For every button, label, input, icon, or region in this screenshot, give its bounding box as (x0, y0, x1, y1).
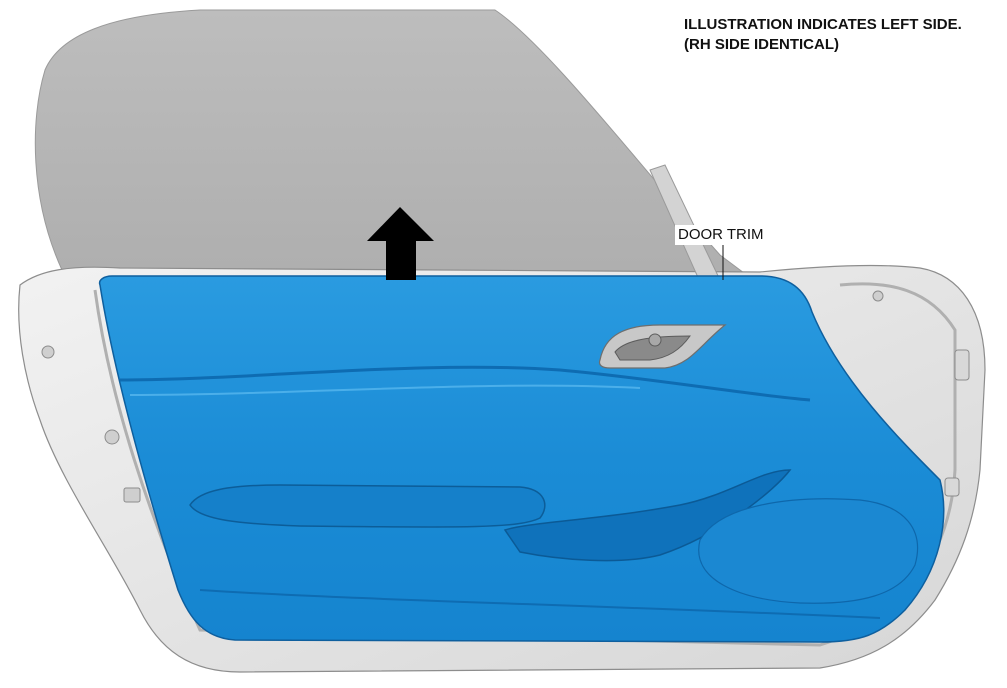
hinge-bracket (944, 477, 960, 497)
mounting-hole (41, 345, 55, 359)
clip-slot (123, 487, 141, 503)
note-line-1: ILLUSTRATION INDICATES LEFT SIDE. (684, 16, 962, 33)
door-trim-lower-contour (199, 589, 881, 619)
inner-handle-lever (614, 335, 691, 361)
handle-lock-knob (648, 333, 662, 347)
mounting-hole (872, 290, 884, 302)
armrest (189, 484, 546, 528)
hinge-bracket (954, 349, 970, 381)
door-trim-upper-highlight (129, 384, 641, 396)
speaker-grille-area (698, 498, 919, 604)
door-trim-upper-shoulder (119, 365, 811, 402)
note-line-2: (RH SIDE IDENTICAL) (684, 36, 839, 53)
door-pull-pocket (503, 469, 792, 562)
door-glass (34, 9, 762, 286)
mounting-hole (104, 429, 120, 445)
illustration-note: ILLUSTRATION INDICATES LEFT SIDE. (RH SI… (684, 15, 962, 55)
door-trim-label: DOOR TRIM (675, 225, 767, 245)
arrow-up-icon (367, 207, 434, 280)
